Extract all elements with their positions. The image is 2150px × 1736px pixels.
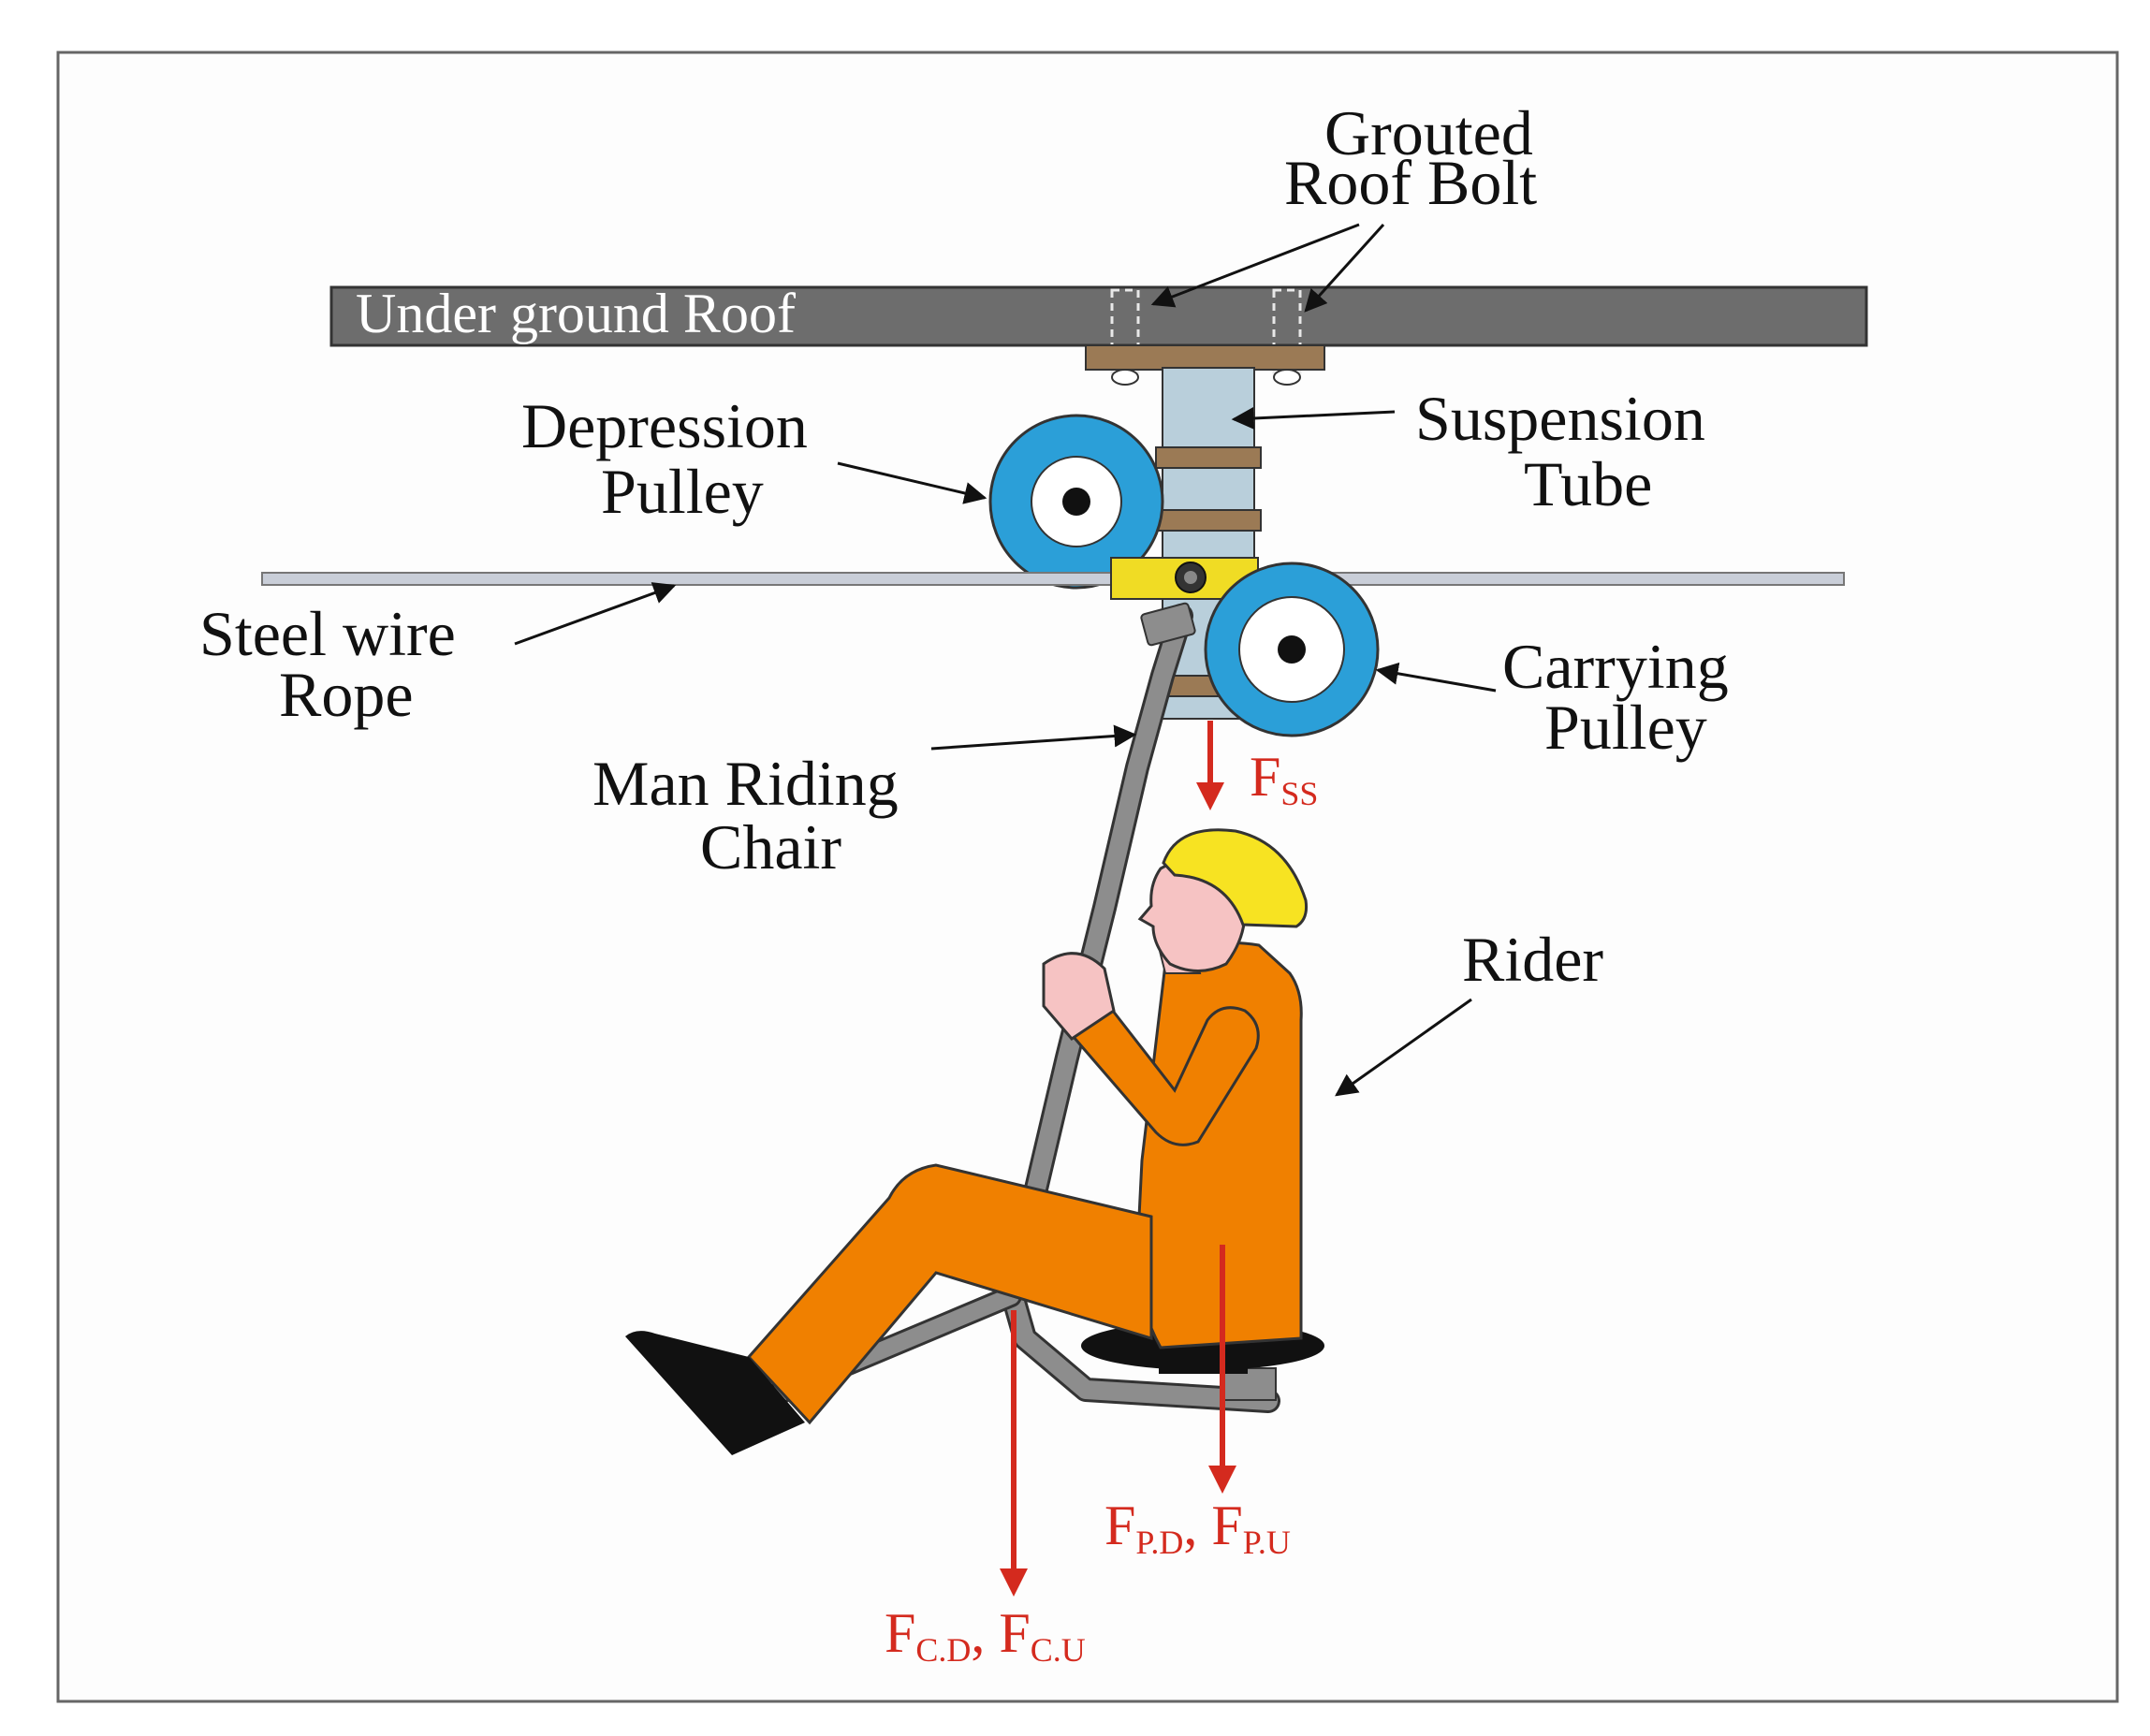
- leader-man-riding-chair: [930, 724, 1137, 751]
- leader-roof-bolt-right: [1304, 223, 1385, 313]
- label-depression-1: Depression: [521, 390, 808, 461]
- force-label-chair: FC.D, FC.U: [885, 1602, 1086, 1669]
- rope-clamp: [1110, 557, 1259, 600]
- leader-rider: [1335, 998, 1472, 1097]
- label-rope-1: Steel wire: [199, 598, 456, 669]
- roof-label: Under ground Roof: [356, 283, 796, 344]
- label-carrying-2: Pulley: [1544, 692, 1707, 763]
- leader-steel-wire-rope: [514, 582, 677, 646]
- force-label-pulley: FP.D, FP.U: [1104, 1495, 1291, 1561]
- depression-pulley: [988, 414, 1164, 590]
- label-chair-1: Man Riding: [592, 748, 899, 819]
- bolt-head-right: [1273, 369, 1301, 386]
- tube-band-2: [1155, 509, 1262, 532]
- steel-wire-rope: [261, 572, 1845, 586]
- label-roof-bolt-2: Roof Bolt: [1284, 147, 1537, 218]
- leader-depression-pulley: [837, 461, 987, 504]
- label-rope-2: Rope: [279, 659, 414, 730]
- underground-roof: [329, 285, 1868, 347]
- leader-suspension-tube: [1231, 407, 1396, 430]
- label-suspension-1: Suspension: [1415, 383, 1705, 454]
- bolt-head-left: [1111, 369, 1139, 386]
- seat-post: [1159, 1357, 1248, 1374]
- leader-carrying-pulley: [1375, 662, 1497, 693]
- rider-figure: [625, 828, 1308, 1455]
- label-roof-bolt-1: Grouted: [1324, 97, 1533, 168]
- label-depression-2: Pulley: [601, 456, 764, 527]
- carrying-pulley: [1204, 562, 1380, 737]
- label-rider: Rider: [1462, 924, 1603, 995]
- leader-roof-bolt-left: [1150, 223, 1360, 308]
- label-carrying-1: Carrying: [1502, 631, 1729, 702]
- force-label-ss: FSS: [1250, 746, 1318, 812]
- tube-band-1: [1155, 446, 1262, 469]
- label-chair-2: Chair: [700, 811, 841, 883]
- label-suspension-2: Tube: [1524, 448, 1652, 519]
- mounting-plate: [1085, 344, 1325, 371]
